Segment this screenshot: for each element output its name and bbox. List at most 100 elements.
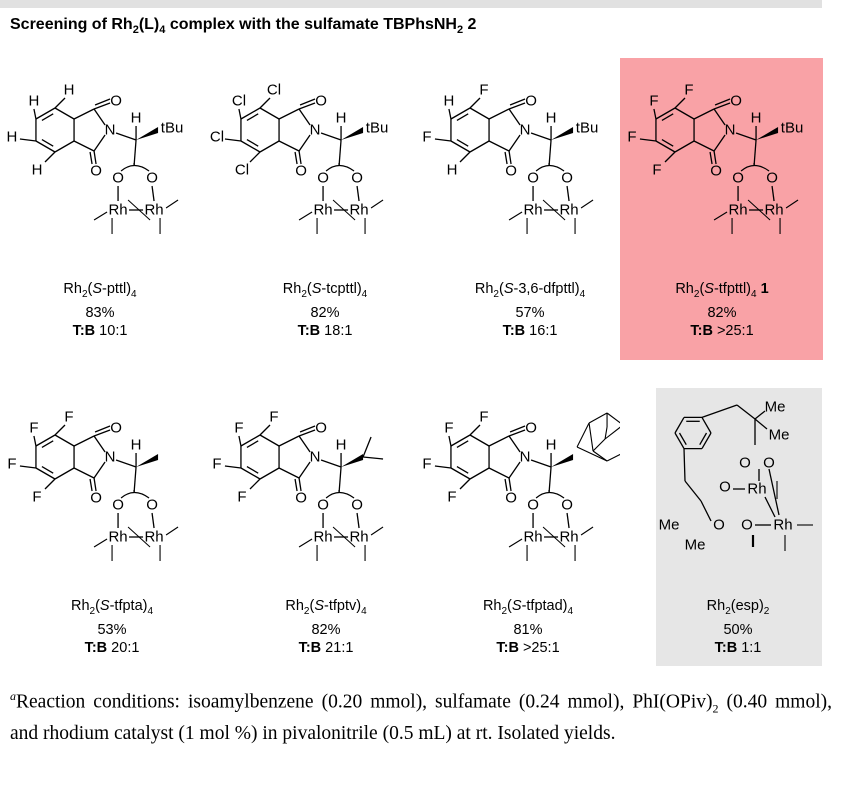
ring-bond [35,467,56,480]
substituent-label: F [422,456,431,473]
substituent-bond [33,435,37,447]
bond [298,461,311,479]
ring-bond [674,417,685,434]
oxygen-label: O [315,93,327,110]
yield-value: 57% [515,304,545,321]
ring-bond [240,434,261,447]
carbonyl-bond [94,98,111,106]
rh-ligand-bond [93,538,108,548]
ring-double-bond [456,113,469,121]
bond [320,132,342,141]
carbonyl-bond [504,478,508,492]
oxygen-label: O [713,517,725,534]
oxygen-label: O [561,170,573,187]
catalyst-name: Rh2(S-3,6-dfpttl)4 [474,281,586,300]
substituent-label: H [447,162,458,179]
bond [753,139,757,167]
rh-ligand-bond [93,211,108,221]
ring-bond [701,432,712,449]
substituent-label: F [7,456,16,473]
rh-ligand-bond [165,199,179,209]
oxygen-label: O [295,163,307,180]
oxygen-label: O [146,497,158,514]
o-rh-bond [771,185,775,202]
rh-ligand-bond [298,538,313,548]
rh-ligand-bond [580,199,594,209]
adamantyl-bond [592,450,608,462]
rhodium-label: Rh [144,202,163,219]
wedge-bond [551,127,574,140]
oxygen-label: O [505,163,517,180]
substituent-bond [54,97,66,109]
rh-ligand-bond [785,199,799,209]
oxygen-label: O [112,170,124,187]
carbonyl-bond [509,425,526,433]
substituent-bond [224,465,242,469]
bond [338,466,342,494]
bond [93,435,106,453]
bond [488,108,510,120]
rh-rh-bond [764,496,776,518]
bond [548,139,552,167]
substituent-bond [469,97,481,109]
substituent-label: Cl [235,162,249,179]
ring-bond [450,140,471,153]
carbonyl-bond [94,425,111,433]
ring-double-bond [41,139,54,147]
catalyst-name: Rh2(S-tfpta)4 [70,598,154,617]
carbonyl-bond [294,151,298,165]
tbu-label: tBu [161,120,184,137]
substituent-bond [469,424,481,436]
ring-double-bond [246,466,259,474]
substituent-bond [448,108,452,120]
o-rh-bond [151,512,155,529]
bond [508,108,521,126]
adamantyl-bond [606,453,620,462]
rh-cross-bond [332,199,356,221]
carboxylate-arc [535,491,565,499]
oxygen-label: O [90,163,102,180]
wedge-bond [136,127,159,140]
rh-ligand-bond [165,526,179,536]
bond [530,459,552,468]
rh-cross-bond [127,526,151,548]
carbonyl-bond [508,429,526,437]
substituent-bond [674,97,686,109]
ring-bond [35,107,56,120]
rh-cross-bond [332,526,356,548]
rh-ligand-bond [370,199,384,209]
substituent-label: H [29,93,40,110]
substituent-label: Cl [232,93,246,110]
yield-value: 82% [310,304,340,321]
yield-value: 82% [311,621,341,638]
bond [362,436,372,458]
ring-bond [450,467,471,480]
o-rh-bond [768,468,780,516]
carbonyl-bond [89,151,93,165]
oxygen-label: O [505,490,517,507]
bond [73,140,95,152]
bond [93,108,106,126]
substituent-bond [249,151,261,163]
ring-double-bond [661,113,674,121]
substituent-bond [434,465,452,469]
bond [278,140,300,152]
nitrogen-label: N [725,122,736,139]
carbonyl-bond [294,478,298,492]
substituent-label: F [237,489,246,506]
ring-bond [259,107,280,120]
ring-bond [701,417,712,434]
ring-bond [54,467,75,480]
ring-double-bond [661,139,674,147]
substituent-bond [448,435,452,447]
